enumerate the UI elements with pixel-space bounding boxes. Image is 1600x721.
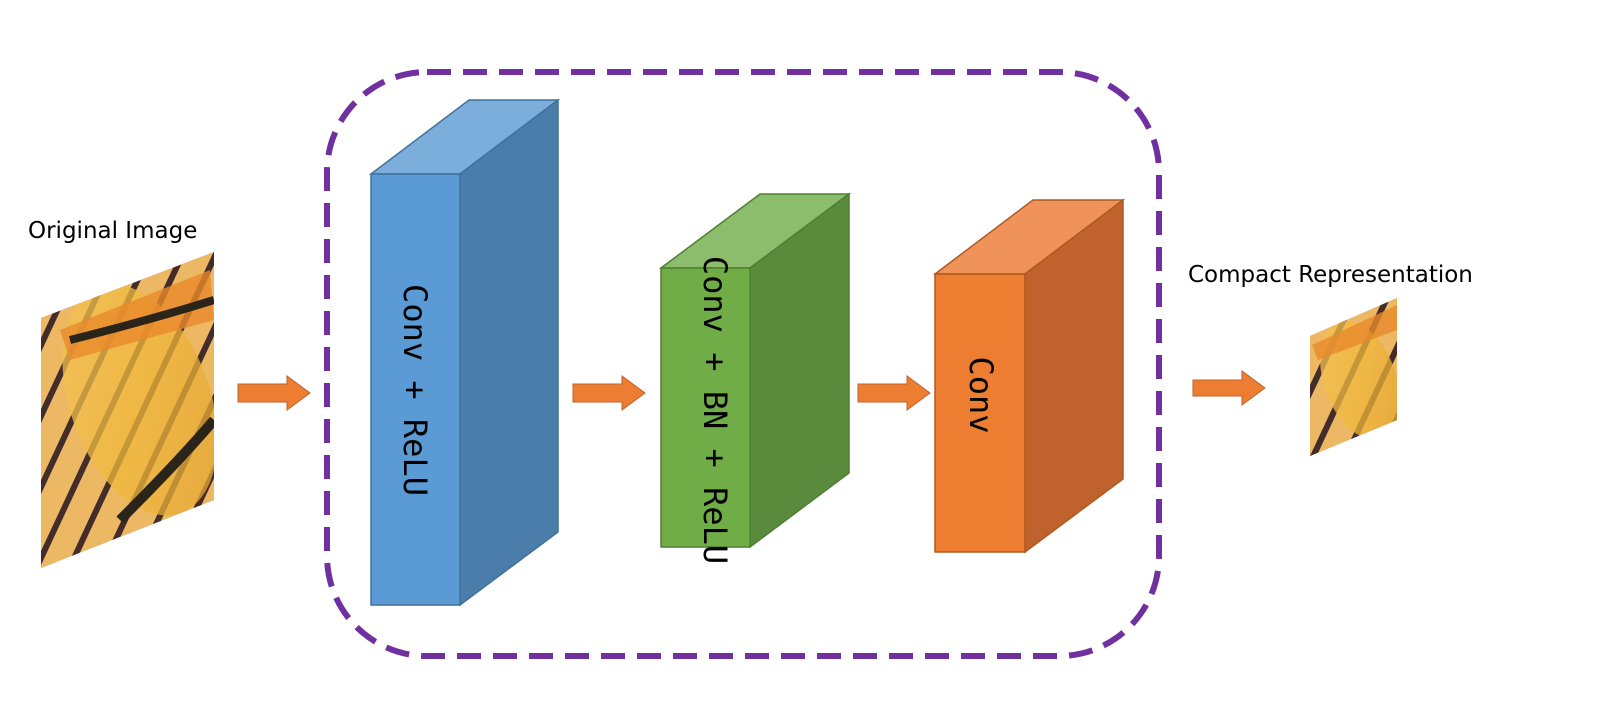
block-label: Conv [962, 356, 1000, 433]
output-label: Compact Representation [1188, 262, 1473, 288]
block-front-face [660, 267, 751, 548]
arrow-icon [1192, 370, 1266, 406]
block-front-face [934, 273, 1026, 553]
input-label: Original Image [28, 218, 197, 244]
block-label: Conv + ReLU [396, 284, 434, 496]
input-image [41, 252, 214, 568]
arrow-icon [572, 375, 646, 411]
block-front-face [370, 173, 461, 606]
block-side-face [459, 98, 559, 607]
output-image [1310, 298, 1397, 456]
network-container [324, 69, 1162, 659]
block-conv-bn-relu: Conv + BN + ReLU [658, 192, 852, 564]
arrow-icon [237, 375, 311, 411]
block-conv-relu: Conv + ReLU [368, 98, 561, 607]
block-conv: Conv [932, 198, 1126, 554]
block-label: Conv + BN + ReLU [696, 256, 734, 564]
arrow-icon [857, 375, 931, 411]
